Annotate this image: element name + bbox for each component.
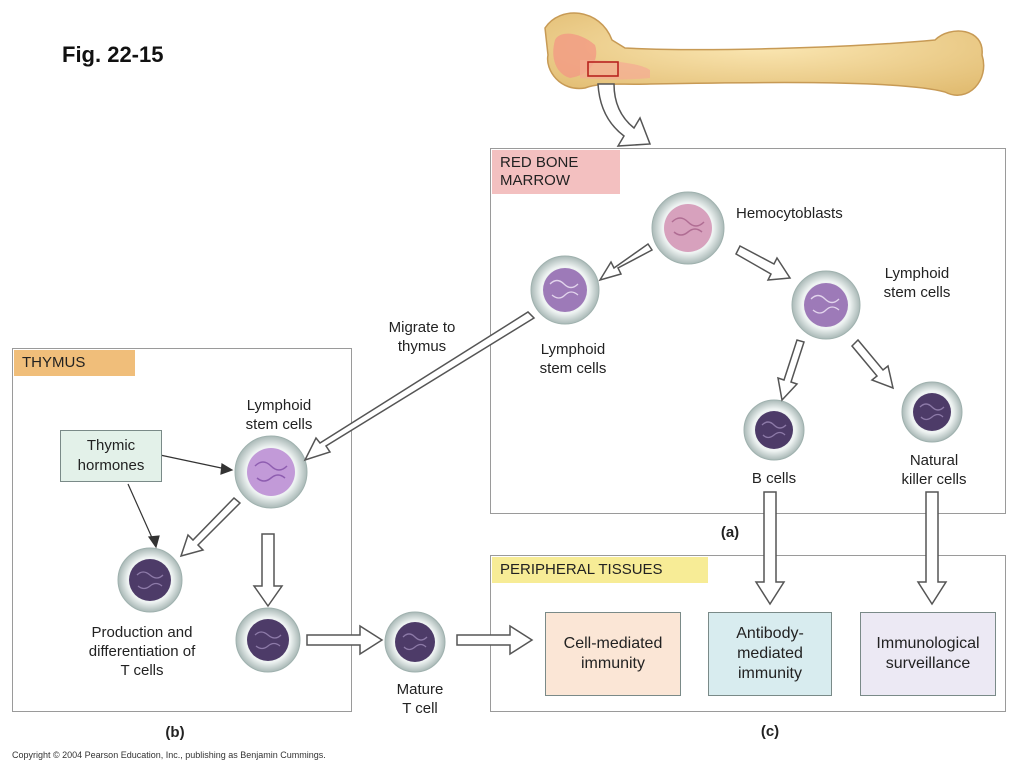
red-marrow-tag: RED BONE MARROW [492,150,620,194]
arrow-to-mature-t [306,624,384,656]
arrow-to-b-cells [777,339,805,402]
b-cell [743,399,805,461]
lymphoid-left-label: Lymphoid stem cells [539,341,607,377]
arrow-to-t-cell-right [252,533,284,608]
arrow-migrate-to-thymus [303,311,536,462]
red-marrow-panel [490,148,1006,514]
bone-to-marrow-arrow [597,83,652,147]
peripheral-tag: PERIPHERAL TISSUES [492,557,708,583]
t-cell-left [117,547,183,613]
migrate-label: Migrate to thymus [388,319,456,355]
hemocytoblasts-label: Hemocytoblasts [736,205,843,222]
hemocytoblast-cell [651,191,725,265]
arrow-hemo-to-lymphoid-right [735,244,792,281]
mature-t-label: Mature T cell [396,681,444,717]
lymphoid-stem-cell-right [791,270,861,340]
antibody-box: Antibody- mediated immunity [708,612,832,696]
cell-mediated-box: Cell-mediated immunity [545,612,681,696]
panel-c-letter: (c) [760,723,780,740]
arrow-hormones-to-lymphoid [159,454,227,470]
t-cell-right [235,607,301,673]
surveillance-box: Immunological surveillance [860,612,996,696]
nk-cell [901,381,963,443]
production-label: Production and differentiation of T cell… [88,624,196,679]
panel-a-letter: (a) [720,524,740,541]
lymphoid-right-label: Lymphoid stem cells [883,265,951,301]
arrow-hemo-to-lymphoid-left [598,242,654,282]
thymic-hormones-box: Thymic hormones [60,430,162,482]
mature-t-cell [384,611,446,673]
copyright: Copyright © 2004 Pearson Education, Inc.… [12,750,326,760]
arrow-to-nk-cells [850,338,895,390]
nk-cells-label: Natural killer cells [901,452,967,488]
lymphoid-stem-cell-left [530,255,600,325]
thymus-tag: THYMUS [14,350,135,376]
panel-b-letter: (b) [165,724,185,741]
arrow-to-antibody [754,491,786,606]
femur-bone [544,12,985,96]
arrow-to-surveillance [916,491,948,606]
arrow-to-t-cell-left [179,496,242,558]
figure-title: Fig. 22-15 [62,42,164,67]
arrow-hormones-to-t-cell [127,483,154,541]
b-cells-label: B cells [751,470,797,487]
thymus-lymphoid-label: Lymphoid stem cells [245,397,313,433]
thymus-lymphoid-cell [234,435,308,509]
arrow-to-cell-mediated [456,624,534,656]
